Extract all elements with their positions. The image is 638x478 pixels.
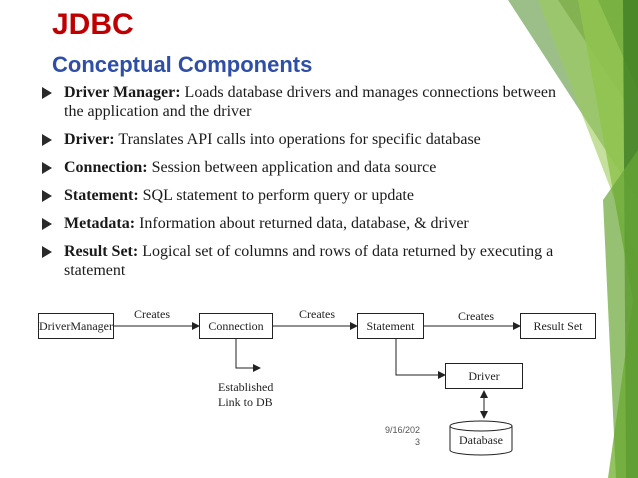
arrow-connection-established	[235, 339, 261, 372]
slide-title: JDBC	[52, 8, 134, 41]
bullet-result-set: Result Set: Logical set of columns and r…	[40, 242, 560, 280]
bullet-term: Result Set:	[64, 243, 139, 260]
slide-date: 9/16/202 3	[380, 424, 420, 448]
label-creates-3: Creates	[458, 309, 494, 323]
slide-subtitle: Conceptual Components	[52, 52, 313, 77]
bullet-driver-manager: Driver Manager: Loads database drivers a…	[40, 83, 560, 121]
box-database: Database	[459, 433, 503, 447]
label-creates-2: Creates	[299, 307, 335, 321]
bullet-list: Driver Manager: Loads database drivers a…	[40, 83, 560, 289]
bullet-arrow-icon	[42, 87, 52, 99]
bullet-metadata: Metadata: Information about returned dat…	[40, 214, 560, 233]
bullet-connection: Connection: Session between application …	[40, 158, 560, 177]
bullet-statement: Statement: SQL statement to perform quer…	[40, 186, 560, 205]
box-driver-manager: DriverManager	[38, 313, 114, 339]
bullet-text: Loads database drivers and manages conne…	[64, 84, 556, 120]
arrow-statement-to-driver	[395, 339, 446, 379]
label-creates-1: Creates	[134, 307, 170, 321]
bullet-arrow-icon	[42, 162, 52, 174]
bullet-arrow-icon	[42, 246, 52, 258]
bullet-arrow-icon	[42, 218, 52, 230]
date-line-1: 9/16/202	[384, 425, 420, 435]
label-link-to-db: Link to DB	[218, 395, 273, 409]
bullet-text: Translates API calls into operations for…	[114, 131, 481, 148]
box-statement: Statement	[357, 313, 424, 339]
bullet-term: Connection:	[64, 159, 148, 176]
bullet-term: Driver Manager:	[64, 84, 181, 101]
box-driver: Driver	[445, 363, 523, 389]
bullet-arrow-icon	[42, 134, 52, 146]
green-decoration	[508, 0, 638, 478]
bullet-text: Logical set of columns and rows of data …	[64, 243, 554, 279]
bullet-term: Metadata:	[64, 215, 136, 232]
bullet-text: Information about returned data, databas…	[135, 215, 469, 232]
label-established: Established	[218, 380, 274, 394]
box-result-set: Result Set	[520, 313, 596, 339]
bullet-arrow-icon	[42, 190, 52, 202]
box-connection: Connection	[199, 313, 273, 339]
bullet-text: SQL statement to perform query or update	[138, 187, 414, 204]
bullet-term: Statement:	[64, 187, 139, 204]
bullet-term: Driver:	[64, 131, 115, 148]
bullet-driver: Driver: Translates API calls into operat…	[40, 130, 560, 149]
bullet-text: Session between application and data sou…	[147, 159, 437, 176]
date-line-2: 3	[414, 437, 420, 447]
database-icon	[449, 420, 513, 456]
